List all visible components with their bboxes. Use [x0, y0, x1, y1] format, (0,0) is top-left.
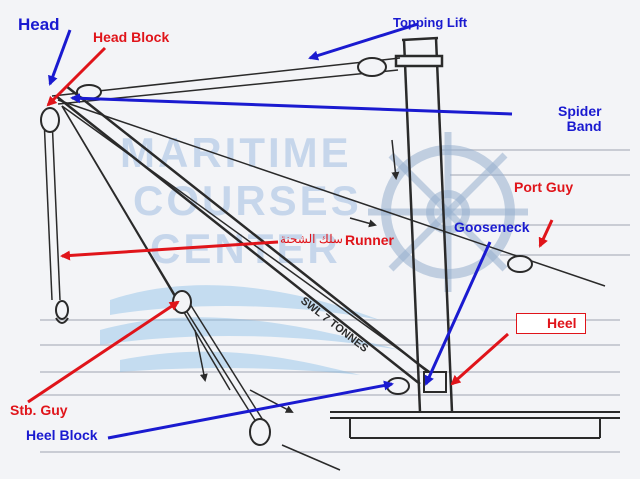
- label-spider-band: Spider Band: [558, 103, 602, 135]
- rigging: [43, 57, 606, 471]
- deck-structure: [330, 411, 620, 439]
- arrow-stb-guy: [27, 300, 180, 404]
- label-runner-arabic: سلك الشحنة: [280, 232, 343, 246]
- label-topping-lift: Topping Lift: [393, 15, 468, 30]
- motion-arrows: [194, 139, 400, 413]
- label-heel: Heel: [516, 313, 586, 335]
- cargo-hook: [55, 317, 69, 324]
- blocks: [40, 57, 533, 446]
- mast: [394, 36, 454, 413]
- arrow-topping-lift: [308, 22, 419, 61]
- label-head: Head: [18, 15, 60, 34]
- arrow-head: [48, 29, 72, 86]
- watermark-waves: [100, 285, 400, 375]
- arrow-heel: [450, 332, 509, 386]
- label-port-guy: Port Guy: [514, 179, 574, 195]
- watermark-wheel: [368, 132, 528, 292]
- arrow-spider-band: [70, 93, 513, 116]
- arrow-gooseneck: [424, 241, 492, 386]
- label-stb-guy: Stb. Guy: [10, 402, 68, 418]
- arrow-head-block: [46, 46, 107, 107]
- label-runner: Runner: [345, 232, 394, 248]
- arrow-port-guy: [538, 219, 554, 248]
- arrow-heel-block: [107, 380, 394, 440]
- arrow-runner: [60, 240, 279, 261]
- label-heel-block: Heel Block: [26, 427, 98, 443]
- label-gooseneck: Gooseneck: [454, 219, 530, 235]
- label-head-block: Head Block: [93, 29, 170, 45]
- boom: [55, 85, 437, 385]
- watermark-line-1: MARITIME: [120, 129, 352, 176]
- annotation-arrows: [27, 22, 554, 440]
